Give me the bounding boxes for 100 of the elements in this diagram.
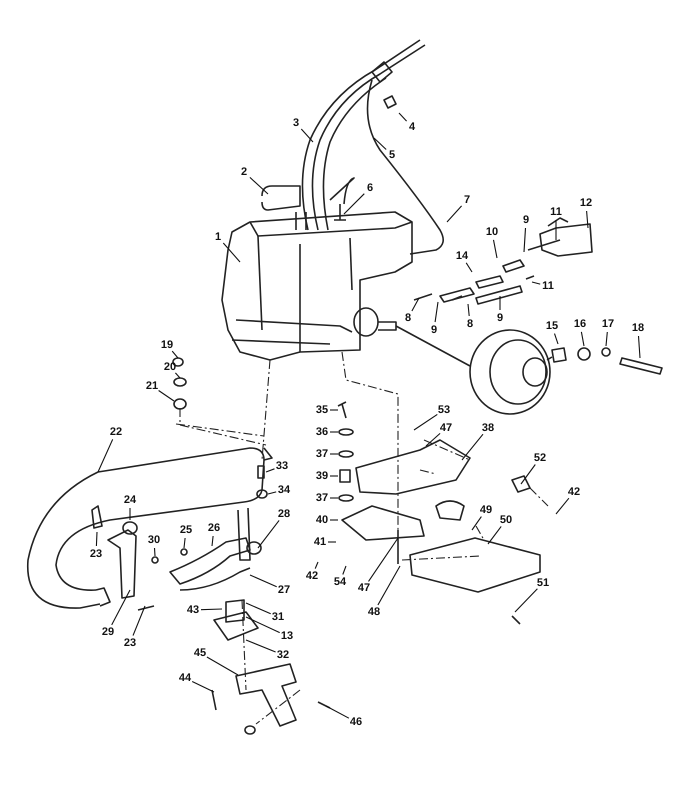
callout-number: 50 bbox=[500, 513, 512, 527]
leader-line bbox=[129, 508, 131, 520]
leader-line bbox=[374, 138, 387, 150]
leader-line bbox=[211, 536, 214, 546]
leader-line bbox=[330, 409, 338, 411]
leader-line bbox=[154, 548, 156, 556]
callout-number: 18 bbox=[632, 321, 644, 335]
callout-number: 23 bbox=[124, 636, 136, 650]
leader-line bbox=[605, 332, 608, 346]
callout-number: 8 bbox=[466, 317, 474, 331]
leader-line bbox=[344, 193, 365, 214]
leader-line bbox=[246, 616, 280, 634]
leader-line bbox=[330, 519, 338, 521]
callout-number: 38 bbox=[482, 421, 494, 435]
callout-number: 48 bbox=[368, 605, 380, 619]
callout-number: 37 bbox=[316, 447, 328, 461]
callout-number: 17 bbox=[602, 317, 614, 331]
callout-number: 42 bbox=[568, 485, 580, 499]
callout-number: 5 bbox=[388, 148, 396, 162]
leader-line bbox=[314, 562, 318, 569]
leader-line bbox=[200, 608, 222, 610]
leader-line bbox=[206, 656, 238, 676]
callout-number: 54 bbox=[334, 575, 346, 589]
callout-number: 23 bbox=[90, 547, 102, 561]
callout-number: 9 bbox=[496, 311, 504, 325]
leader-line bbox=[411, 298, 420, 312]
callout-number: 10 bbox=[486, 225, 498, 239]
callout-number: 33 bbox=[276, 459, 288, 473]
callout-number: 19 bbox=[160, 338, 174, 352]
leader-line bbox=[246, 640, 276, 652]
callout-number: 11 bbox=[542, 279, 554, 293]
leader-line bbox=[222, 242, 240, 262]
callout-number: 31 bbox=[272, 610, 284, 624]
leader-line bbox=[183, 538, 186, 548]
callout-number: 15 bbox=[546, 319, 558, 333]
callout-number: 21 bbox=[146, 379, 158, 393]
leader-line bbox=[368, 538, 398, 582]
callout-number: 30 bbox=[148, 533, 160, 547]
leader-line bbox=[132, 606, 146, 636]
leader-line bbox=[330, 475, 338, 477]
leader-line bbox=[326, 706, 350, 719]
callout-number: 13 bbox=[280, 629, 294, 643]
callout-number: 3 bbox=[292, 116, 300, 130]
callout-number: 42 bbox=[306, 569, 318, 583]
callout-number: 20 bbox=[164, 360, 176, 374]
callout-number: 45 bbox=[194, 646, 206, 660]
leader-line bbox=[499, 296, 501, 310]
leader-line bbox=[532, 281, 540, 285]
leader-line bbox=[158, 390, 174, 402]
leader-line bbox=[446, 206, 462, 222]
callout-number: 9 bbox=[430, 323, 438, 337]
leader-line bbox=[175, 372, 180, 378]
leader-line bbox=[520, 464, 536, 484]
leader-line bbox=[523, 228, 526, 252]
callout-number: 36 bbox=[316, 425, 328, 439]
callout-number: 12 bbox=[580, 196, 592, 210]
callout-number: 41 bbox=[314, 535, 326, 549]
callout-number: 47 bbox=[440, 421, 452, 435]
callout-number: 26 bbox=[208, 521, 220, 535]
leader-line bbox=[328, 541, 336, 543]
callout-number: 16 bbox=[574, 317, 586, 331]
leader-line bbox=[638, 336, 641, 358]
leader-line bbox=[414, 414, 438, 430]
leader-line bbox=[377, 566, 400, 606]
callout-number: 4 bbox=[408, 120, 416, 134]
leader-line bbox=[96, 532, 98, 546]
callout-number: 14 bbox=[456, 249, 468, 263]
callout-number: 53 bbox=[438, 403, 450, 417]
callout-number: 27 bbox=[278, 583, 290, 597]
callout-number: 35 bbox=[316, 403, 328, 417]
leader-line bbox=[514, 588, 538, 612]
leader-line bbox=[580, 332, 585, 346]
leader-line bbox=[555, 220, 557, 240]
callout-number: 34 bbox=[278, 483, 290, 497]
leader-line bbox=[342, 566, 347, 575]
callout-number: 9 bbox=[522, 213, 530, 227]
leader-line bbox=[266, 468, 275, 473]
callout-number: 49 bbox=[480, 503, 492, 517]
leader-line bbox=[492, 240, 498, 258]
leader-line bbox=[466, 262, 472, 272]
callout-number: 47 bbox=[358, 581, 370, 595]
leader-line bbox=[258, 520, 280, 548]
callout-number: 37 bbox=[316, 491, 328, 505]
callout-number: 51 bbox=[536, 576, 550, 590]
callout-number: 44 bbox=[178, 671, 192, 685]
leader-line bbox=[330, 497, 338, 499]
leader-line bbox=[462, 434, 484, 460]
callout-number: 22 bbox=[110, 425, 122, 439]
callout-number: 7 bbox=[464, 193, 470, 207]
callout-number: 8 bbox=[404, 311, 412, 325]
callout-number: 40 bbox=[316, 513, 328, 527]
leader-line bbox=[586, 210, 589, 228]
callout-number: 24 bbox=[124, 493, 136, 507]
leader-line bbox=[434, 302, 439, 322]
leader-line bbox=[111, 590, 130, 626]
callout-number: 52 bbox=[534, 451, 546, 465]
leader-line bbox=[467, 304, 470, 316]
callout-number: 28 bbox=[278, 507, 290, 521]
callout-number: 2 bbox=[240, 165, 248, 179]
callout-number: 29 bbox=[102, 625, 114, 639]
